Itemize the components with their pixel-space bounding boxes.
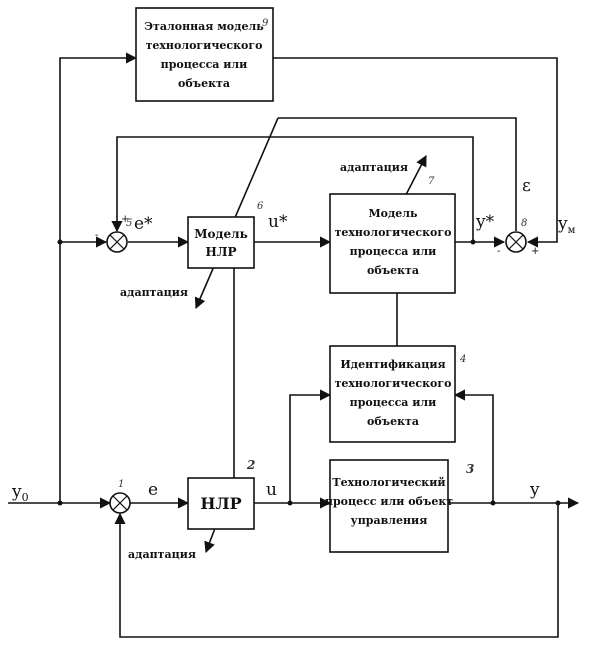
identification-line-4: объекта: [367, 415, 419, 428]
summer-1-number: 1: [118, 479, 124, 490]
reference-model-block: Эталонная модель технологического процес…: [135, 7, 274, 102]
process-model-number: 7: [428, 176, 435, 187]
reference-model-number: 9: [262, 18, 269, 29]
process-line-3: управления: [351, 514, 428, 527]
signal-y0: y0: [11, 482, 29, 504]
process-line-1: Технологический: [332, 476, 445, 489]
identification-number: 4: [459, 354, 466, 365]
model-nlr-block: Модель НЛР: [187, 216, 255, 269]
junction-y: [490, 500, 496, 506]
reference-model-line-2: технологического: [146, 39, 263, 52]
signal-u: u: [266, 480, 277, 500]
adaptation-label-model-nlr: адаптация: [120, 286, 188, 299]
summer-5-number: 5: [126, 218, 132, 229]
model-feedback-line: [111, 136, 474, 242]
summer-5-plus: +: [121, 214, 129, 225]
identification-block: Идентификация технологического процесса …: [329, 345, 456, 443]
model-nlr-adaptation-arrow: [194, 117, 279, 310]
main-feedback-line: [114, 503, 559, 638]
y-to-identification-line: [453, 389, 494, 503]
process-number: 3: [466, 462, 474, 476]
process-model-block: Модель технологического процесса или объ…: [329, 193, 456, 294]
nlr-label: НЛР: [200, 494, 241, 513]
junction-y0: [57, 500, 63, 506]
nlr-block: НЛР: [187, 477, 255, 530]
y0-branch-line: [59, 52, 138, 503]
summer-8-number: 8: [521, 218, 527, 229]
identification-line-2: технологического: [335, 377, 452, 390]
identification-line-1: Идентификация: [340, 358, 445, 371]
signal-e: e: [148, 480, 158, 500]
reference-model-line-4: объекта: [178, 77, 230, 90]
process-line-2: процесс или объект: [325, 495, 453, 508]
model-nlr-number: 6: [257, 201, 264, 212]
process-block: Технологический процесс или объект управ…: [325, 459, 453, 553]
adaptation-label-nlr: адаптация: [128, 548, 196, 561]
nlr-number: 2: [246, 458, 255, 472]
junction-u: [287, 500, 293, 506]
signal-y-star: y*: [475, 212, 495, 232]
signal-y: y: [529, 480, 540, 500]
process-model-line-1: Модель: [368, 207, 418, 220]
adaptation-label-process-model: адаптация: [340, 161, 408, 174]
junction-y-star: [470, 239, 476, 245]
process-model-line-4: объекта: [367, 264, 419, 277]
y-ref-line: [273, 57, 558, 248]
reference-model-line-3: процесса или: [161, 58, 248, 71]
model-nlr-line-1: Модель: [194, 227, 248, 241]
identification-line-3: процесса или: [350, 396, 437, 409]
process-model-line-2: технологического: [335, 226, 452, 239]
epsilon-line: [278, 117, 517, 231]
signal-e-star: e*: [134, 214, 153, 234]
reference-model-line-1: Эталонная модель: [144, 20, 264, 33]
summer-5-minus: -: [95, 230, 98, 241]
junction-y-feedback: [555, 500, 561, 506]
u-to-identification-line: [289, 389, 332, 503]
signal-epsilon: ε: [522, 176, 531, 196]
model-nlr-line-2: НЛР: [206, 245, 237, 259]
summer-8-plus: +: [531, 246, 539, 257]
process-model-line-3: процесса или: [350, 245, 437, 258]
junction-y0-mid: [57, 239, 63, 245]
signal-y-ref: yм: [557, 214, 576, 236]
summer-8: [505, 231, 527, 253]
summer-8-minus: -: [497, 246, 500, 257]
summer-5: [106, 231, 128, 253]
signal-u-star: u*: [268, 212, 288, 232]
summer-1: [109, 492, 131, 514]
